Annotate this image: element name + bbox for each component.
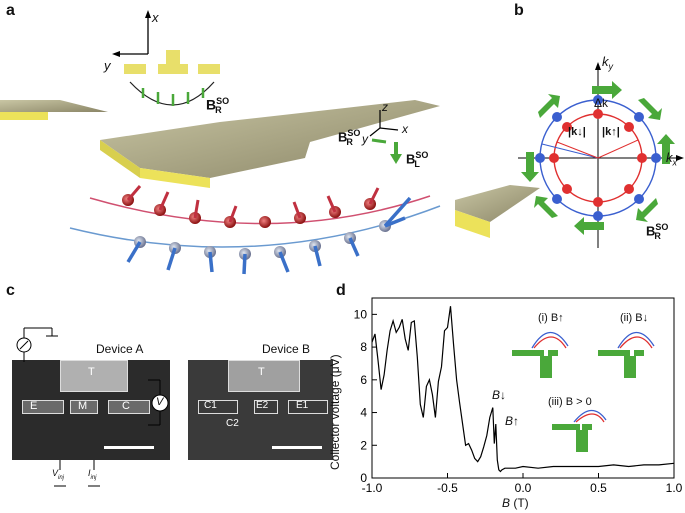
x-tick-label: 1.0 — [666, 481, 683, 495]
iinj-label: Iinj — [88, 468, 97, 481]
annot-b-up: B↑ — [505, 414, 520, 428]
panel-letter-c: c — [6, 282, 15, 299]
axis-z-label: z — [382, 100, 388, 114]
x-axis-label: B (T) — [502, 496, 529, 510]
device-a-micrograph: T E M C — [12, 360, 170, 460]
t-electrode — [100, 100, 440, 178]
x-tick-label: 0.5 — [590, 481, 607, 495]
device-a-title: Device A — [96, 342, 144, 356]
panel-letter-b: b — [514, 2, 524, 19]
bso-b-label: BSOR — [646, 222, 669, 241]
bso-l-label: BSOL — [406, 150, 429, 169]
device-b-e1-label: E1 — [296, 400, 309, 411]
device-b-micrograph: T C1 E2 E1 C2 — [188, 360, 333, 460]
inset-axis-x-label: x — [152, 10, 159, 25]
voltmeter-v-label: V — [156, 396, 164, 408]
bso-r-inset-label: BSOR — [206, 96, 230, 116]
device-b-e2-label: E2 — [256, 400, 269, 411]
right-electrode — [455, 185, 540, 222]
device-b-title: Device B — [262, 342, 311, 356]
kx-label: kx — [666, 150, 677, 168]
vinj-label: Vinj — [52, 468, 65, 481]
ky-label: ky — [602, 54, 613, 72]
device-b-c1-label: C1 — [204, 400, 217, 411]
inset-axis-y-label: y — [104, 58, 111, 73]
device-a-m-label: M — [78, 400, 88, 412]
panel-letter-d: d — [336, 282, 346, 299]
y-tick-label: 0 — [360, 471, 367, 485]
bso-r-label: BSOR — [338, 128, 361, 147]
k-down-label: |k↓| — [568, 126, 586, 138]
annot-b-down: B↓ — [492, 388, 507, 402]
device-a-e-label: E — [30, 400, 38, 412]
left-electrode — [0, 100, 108, 112]
series-line — [371, 306, 675, 473]
annot-iii: (iii) B > 0 — [548, 396, 592, 408]
y-tick-label: 8 — [360, 340, 367, 354]
x-tick-label: -1.0 — [362, 481, 383, 495]
device-b-t-label: T — [258, 366, 265, 378]
axis-y-label: y — [362, 132, 368, 146]
k-up-label: |k↑| — [602, 126, 620, 138]
annot-i: (i) B↑ — [538, 312, 564, 324]
y-tick-label: 6 — [360, 373, 367, 387]
x-tick-label: -0.5 — [437, 481, 458, 495]
annot-ii: (ii) B↓ — [620, 312, 649, 324]
device-a-t-label: T — [88, 366, 95, 378]
axis-x-label: x — [402, 122, 408, 136]
y-tick-label: 2 — [360, 438, 367, 452]
delta-k-label: Δk — [594, 96, 609, 110]
panel-letter-a: a — [6, 2, 15, 19]
y-tick-label: 4 — [360, 406, 367, 420]
y-tick-label: 10 — [354, 307, 368, 321]
blue-spin-row — [126, 196, 412, 275]
device-a-c-label: C — [122, 400, 130, 412]
x-tick-label: 0.0 — [515, 481, 532, 495]
device-b-c2-label: C2 — [226, 418, 239, 429]
red-spin-row — [122, 185, 380, 228]
